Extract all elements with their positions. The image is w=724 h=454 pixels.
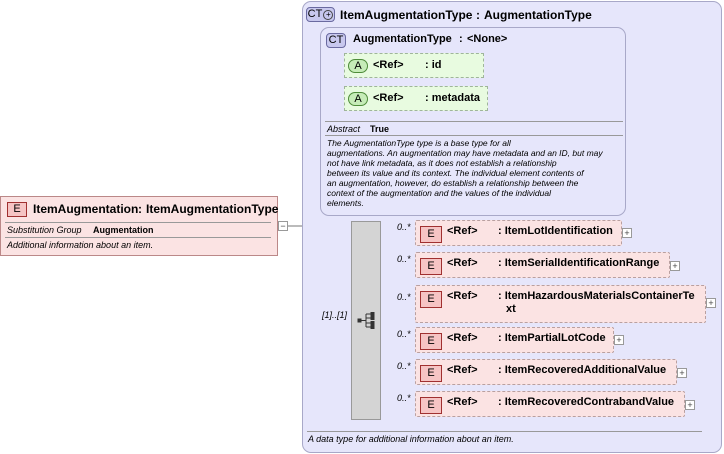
element-ref: <Ref> bbox=[447, 396, 478, 408]
element-badge: E bbox=[420, 226, 442, 243]
complex-type-separator: : bbox=[476, 8, 480, 22]
substitution-group-label: Substitution Group bbox=[7, 225, 82, 235]
attribute-ref: <Ref> bbox=[373, 92, 404, 104]
child-element-item-lot-identification[interactable]: E <Ref> : ItemLotIdentification bbox=[415, 220, 622, 246]
sequence-cardinality: [1]..[1] bbox=[322, 310, 348, 320]
element-badge: E bbox=[7, 202, 27, 217]
element-name: : ItemLotIdentification bbox=[498, 225, 613, 237]
child-cardinality: 0..* bbox=[397, 393, 411, 403]
child-cardinality: 0..* bbox=[397, 222, 411, 232]
child-cardinality: 0..* bbox=[397, 292, 411, 302]
abstract-value: True bbox=[370, 124, 390, 134]
attribute-ref: <Ref> bbox=[373, 59, 404, 71]
attribute-id[interactable]: A <Ref> : id bbox=[344, 53, 484, 78]
element-ref: <Ref> bbox=[447, 225, 478, 237]
attribute-metadata[interactable]: A <Ref> : metadata bbox=[344, 86, 488, 111]
expand-button[interactable]: + bbox=[622, 228, 632, 238]
element-ref: <Ref> bbox=[447, 364, 478, 376]
attribute-badge: A bbox=[348, 92, 368, 106]
child-element-item-partial-lot-code[interactable]: E <Ref> : ItemPartialLotCode bbox=[415, 327, 614, 353]
base-type-doc: The AugmentationType type is a base type… bbox=[327, 138, 603, 208]
divider bbox=[5, 237, 271, 238]
complex-type-doc: A data type for additional information a… bbox=[308, 434, 514, 444]
complex-type-badge: CT+ bbox=[306, 7, 335, 22]
child-cardinality: 0..* bbox=[397, 329, 411, 339]
complex-type-name: ItemAugmentationType bbox=[340, 8, 473, 22]
expand-button[interactable]: + bbox=[706, 298, 716, 308]
expand-button[interactable]: + bbox=[670, 261, 680, 271]
element-name: : ItemPartialLotCode bbox=[498, 332, 606, 344]
element-badge: E bbox=[420, 291, 442, 308]
element-badge: E bbox=[420, 333, 442, 350]
base-type-badge: CT bbox=[326, 33, 346, 48]
child-cardinality: 0..* bbox=[397, 361, 411, 371]
base-type-separator: : bbox=[459, 33, 463, 45]
sequence-compositor[interactable] bbox=[351, 221, 381, 420]
child-element-item-hazardous-materials-container-text[interactable]: E <Ref> : ItemHazardousMaterialsContaine… bbox=[415, 285, 706, 323]
collapse-toggle[interactable]: − bbox=[278, 221, 288, 231]
element-badge: E bbox=[420, 365, 442, 382]
expand-button[interactable]: + bbox=[614, 335, 624, 345]
abstract-label: Abstract bbox=[327, 124, 361, 134]
element-ref: <Ref> bbox=[447, 332, 478, 344]
divider bbox=[325, 135, 623, 136]
attribute-name: : metadata bbox=[425, 92, 481, 104]
expand-button[interactable]: + bbox=[677, 368, 687, 378]
element-ref: <Ref> bbox=[447, 257, 478, 269]
element-ref: <Ref> bbox=[447, 290, 478, 302]
divider bbox=[325, 121, 623, 122]
base-type-name: AugmentationType bbox=[353, 33, 452, 45]
root-element-name: ItemAugmentation bbox=[33, 202, 139, 216]
root-element-type: ItemAugmentationType bbox=[146, 202, 279, 216]
element-name: : ItemSerialIdentificationRange bbox=[498, 257, 660, 269]
child-element-item-serial-identification-range[interactable]: E <Ref> : ItemSerialIdentificationRange bbox=[415, 252, 670, 278]
expand-plus-icon: + bbox=[323, 10, 334, 20]
child-cardinality: 0..* bbox=[397, 254, 411, 264]
element-name: : ItemRecoveredContrabandValue bbox=[498, 396, 675, 408]
element-badge: E bbox=[420, 258, 442, 275]
root-element-box[interactable]: E ItemAugmentation : ItemAugmentationTyp… bbox=[0, 196, 278, 256]
base-type-base: <None> bbox=[467, 33, 508, 45]
element-name: : ItemRecoveredAdditionalValue bbox=[498, 364, 667, 376]
element-badge: E bbox=[420, 397, 442, 414]
attribute-badge: A bbox=[348, 59, 368, 73]
sequence-icon bbox=[357, 312, 375, 329]
attribute-name: : id bbox=[425, 59, 442, 71]
substitution-group-value: Augmentation bbox=[93, 225, 154, 235]
divider bbox=[5, 222, 271, 223]
child-element-item-recovered-additional-value[interactable]: E <Ref> : ItemRecoveredAdditionalValue bbox=[415, 359, 677, 385]
root-element-doc: Additional information about an item. bbox=[7, 240, 154, 250]
expand-button[interactable]: + bbox=[685, 400, 695, 410]
element-name: : ItemHazardousMaterialsContainerTe xt bbox=[498, 290, 695, 315]
child-element-item-recovered-contraband-value[interactable]: E <Ref> : ItemRecoveredContrabandValue bbox=[415, 391, 685, 417]
divider bbox=[307, 431, 702, 432]
root-element-separator: : bbox=[138, 202, 142, 216]
complex-type-base: AugmentationType bbox=[484, 8, 592, 22]
